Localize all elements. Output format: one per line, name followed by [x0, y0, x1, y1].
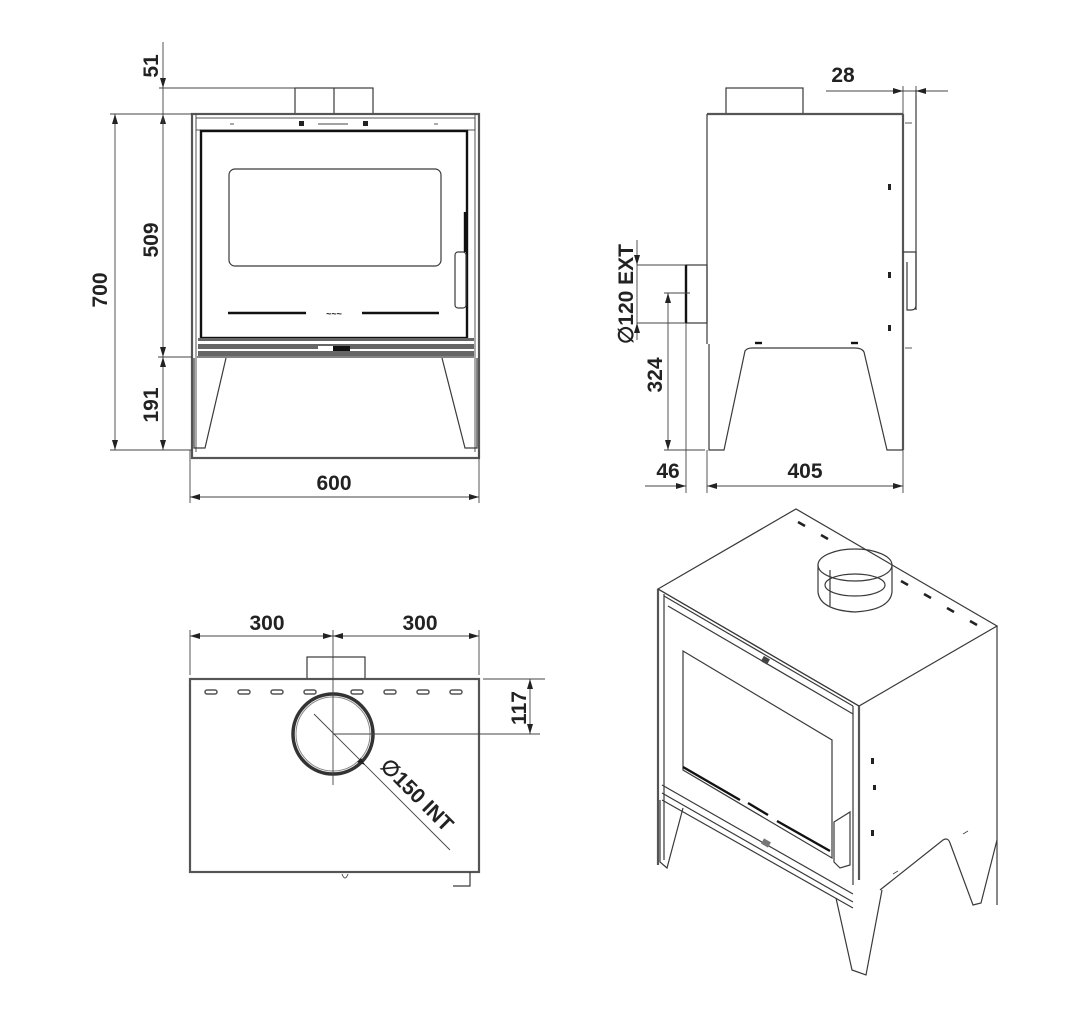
top-body-outline [188, 677, 481, 874]
dim-flue-diameter: ∅150 INT [376, 754, 458, 836]
isometric-view [656, 508, 999, 976]
dim-depth: 405 [787, 460, 822, 483]
dim-leg-height: 191 [140, 387, 163, 422]
door-glass [228, 168, 442, 267]
front-view: ~~~ [190, 87, 481, 460]
dim-left-to-center: 300 [249, 612, 284, 635]
side-view [684, 87, 917, 451]
dim-center-to-right: 300 [402, 612, 437, 635]
side-dimensions: 28 ∅120 EXT 324 46 405 [615, 64, 948, 493]
door-handle [454, 251, 467, 309]
dim-flue-offset: 51 [140, 54, 163, 78]
dim-rear-outlet-height: 324 [644, 357, 667, 392]
top-dimensions: 300 300 117 ∅150 INT [189, 612, 545, 837]
iso-door-glass [682, 649, 833, 860]
dim-body-height: 509 [140, 222, 163, 257]
dim-door-depth: 28 [831, 64, 855, 87]
top-view [188, 630, 540, 887]
dim-rear-outlet-diameter: ∅120 EXT [615, 244, 638, 344]
front-body-outline [190, 112, 481, 460]
dim-total-height: 700 [89, 272, 112, 307]
dim-flue-from-back: 117 [508, 691, 531, 725]
dim-rear-outlet-protrusion: 46 [656, 460, 679, 483]
front-door [199, 129, 469, 340]
front-dimensions: 51 700 509 191 600 [89, 42, 480, 503]
dim-width: 600 [316, 472, 351, 495]
brand-logo: ~~~ [326, 309, 342, 319]
